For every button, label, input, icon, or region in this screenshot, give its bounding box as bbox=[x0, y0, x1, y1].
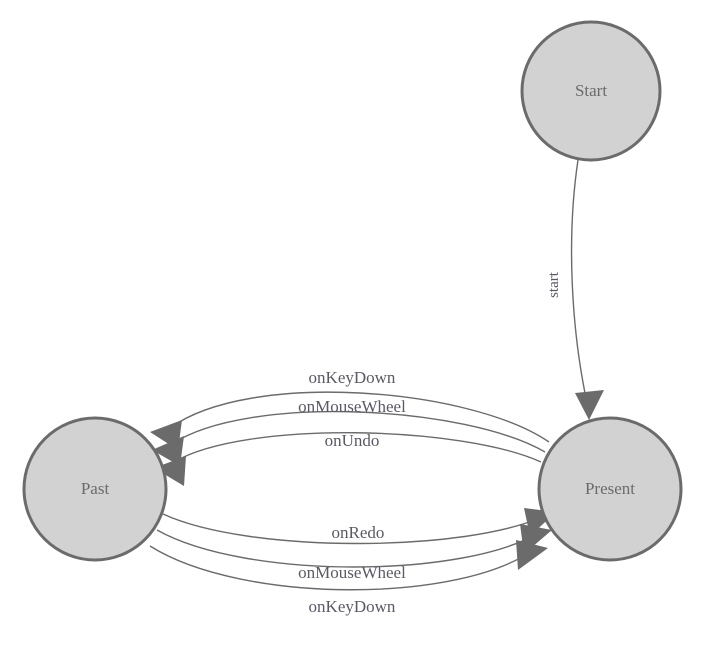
edge-start-present[interactable]: start bbox=[546, 159, 604, 420]
edge-past-present-1-label: onRedo bbox=[332, 523, 385, 542]
edge-past-present-2-path bbox=[156, 529, 541, 568]
edge-past-present-1-path bbox=[162, 513, 545, 545]
edge-past-present-3-label: onKeyDown bbox=[309, 597, 396, 616]
arrowhead-start-present bbox=[575, 390, 604, 420]
node-start[interactable]: Start bbox=[520, 20, 662, 162]
node-present-circle bbox=[537, 416, 683, 562]
node-past-circle bbox=[22, 416, 168, 562]
edge-present-past-onundo[interactable]: onUndo bbox=[154, 431, 542, 486]
edge-present-past-2-label: onMouseWheel bbox=[298, 397, 406, 416]
edge-present-past-3-label: onUndo bbox=[325, 431, 380, 450]
edge-start-present-label: start bbox=[546, 271, 562, 298]
edge-present-past-1-label: onKeyDown bbox=[309, 368, 396, 387]
edge-present-past-1-path bbox=[169, 391, 550, 443]
edge-start-present-path bbox=[570, 159, 587, 399]
edge-past-present-3-path bbox=[149, 545, 537, 591]
node-start-label: Start bbox=[575, 81, 607, 100]
edge-past-present-onredo[interactable]: onRedo bbox=[162, 508, 556, 545]
edge-past-present-2-label: onMouseWheel bbox=[298, 563, 406, 582]
arrowhead-present-past-2 bbox=[152, 436, 184, 466]
edge-present-past-3-path bbox=[173, 432, 542, 463]
node-present-label: Present bbox=[585, 479, 635, 498]
arrowhead-past-present-3 bbox=[516, 540, 548, 570]
node-past-label: Past bbox=[81, 479, 110, 498]
arrowhead-present-past-3 bbox=[154, 456, 186, 486]
node-present[interactable]: Present bbox=[537, 416, 683, 562]
edge-present-past-onmousewheel[interactable]: onMouseWheel bbox=[152, 397, 546, 466]
edge-past-present-onkeydown[interactable]: onKeyDown bbox=[149, 540, 548, 616]
node-past[interactable]: Past bbox=[22, 416, 168, 562]
edge-present-past-2-path bbox=[171, 410, 546, 453]
node-start-circle bbox=[520, 20, 662, 162]
